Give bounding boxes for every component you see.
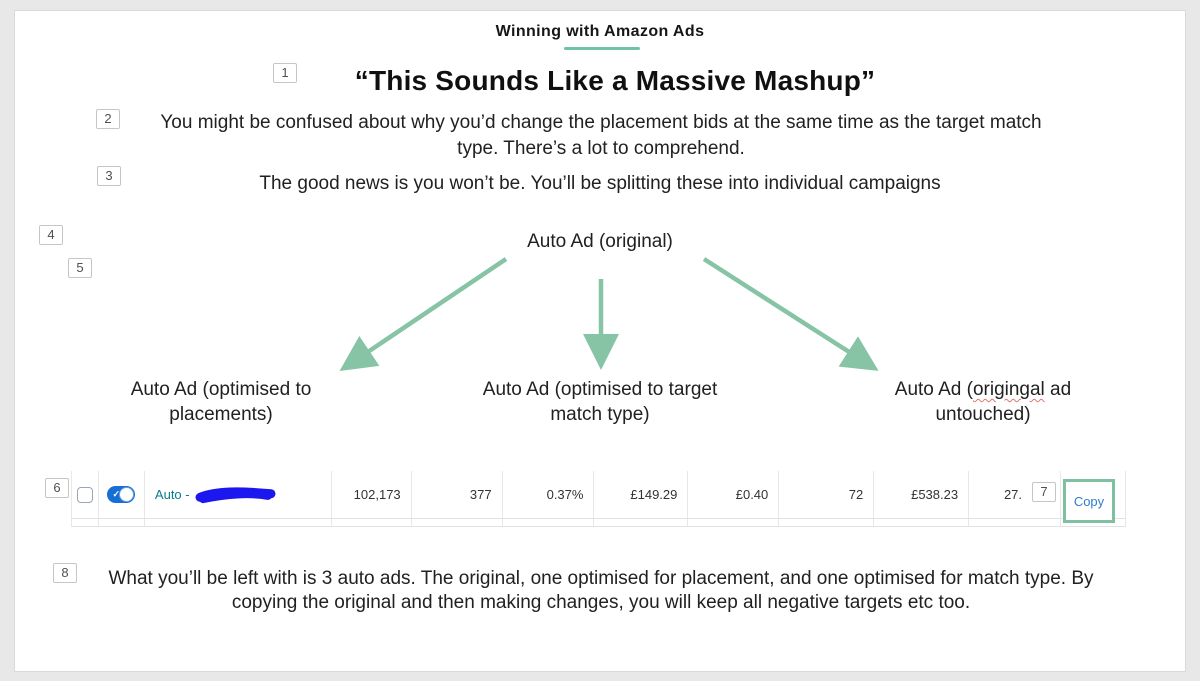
annotation-marker-7: 7	[1032, 482, 1056, 502]
sales-cell: £538.23	[874, 471, 970, 518]
orders-cell: 72	[779, 471, 875, 518]
cpc-value: £0.40	[735, 487, 769, 502]
annotation-marker-6: 6	[45, 478, 69, 498]
paragraph-confused: You might be confused about why you’d ch…	[160, 112, 1042, 159]
toggle-cell: ✓	[99, 471, 145, 518]
select-cell	[72, 471, 99, 518]
deck-title-underline	[564, 47, 640, 50]
orders-value: 72	[848, 487, 864, 502]
cpc-cell: £0.40	[688, 471, 780, 518]
ctr-value: 0.37%	[546, 487, 584, 502]
ctr-cell: 0.37%	[503, 471, 595, 518]
branch-right-misspelled-word: origingal	[972, 379, 1045, 400]
annotation-marker-3: 3	[97, 166, 121, 186]
toggle-knob	[120, 488, 134, 501]
annotation-marker-8: 8	[53, 563, 77, 583]
spend-value: £149.29	[630, 487, 678, 502]
row-checkbox[interactable]	[76, 486, 93, 503]
checkmark-icon: ✓	[112, 489, 120, 499]
diagram-root-label: Auto Ad (original)	[527, 231, 673, 252]
arrow-left	[339, 257, 508, 372]
acos-cell: 27.	[969, 471, 1062, 518]
sales-value: £538.23	[911, 487, 959, 502]
branch-label-match-type: Auto Ad (optimised to target match type)	[482, 379, 718, 425]
paragraph-good-news: The good news is you won’t be. You’ll be…	[259, 173, 941, 194]
copy-cell	[1061, 471, 1126, 518]
campaign-table-row: ✓ Auto - 102,173 377 0.37% £149.29 £0.40…	[72, 471, 1126, 519]
paragraph-conclusion: What you’ll be left with is 3 auto ads. …	[108, 568, 1094, 613]
branch-label-untouched: Auto Ad (origingal ad untouched)	[861, 377, 1105, 427]
acos-value: 27.	[1003, 487, 1023, 502]
spend-cell: £149.29	[594, 471, 689, 518]
next-row-stub	[72, 519, 1126, 527]
campaign-name-cell: Auto -	[145, 471, 332, 518]
branch-right-suffix: ad untouched)	[935, 379, 1072, 425]
annotation-marker-5: 5	[68, 258, 92, 278]
arrow-right	[702, 257, 879, 371]
clicks-value: 377	[469, 487, 492, 502]
copy-button[interactable]: Copy	[1063, 479, 1115, 523]
campaign-name-link[interactable]: Auto -	[154, 487, 194, 502]
annotation-marker-1: 1	[273, 63, 297, 83]
impressions-value: 102,173	[353, 487, 401, 502]
campaign-table: ✓ Auto - 102,173 377 0.37% £149.29 £0.40…	[71, 471, 1126, 527]
impressions-cell: 102,173	[332, 471, 412, 518]
campaign-active-toggle[interactable]: ✓	[107, 486, 136, 503]
slide-page: Winning with Amazon Ads 1 2 3 4 5 6 7 8 …	[14, 10, 1186, 672]
redaction-scribble-icon	[195, 486, 276, 503]
annotation-marker-2: 2	[96, 109, 120, 129]
slide-title: “This Sounds Like a Massive Mashup”	[354, 65, 876, 96]
clicks-cell: 377	[412, 471, 503, 518]
branch-label-placements: Auto Ad (optimised to placements)	[130, 379, 312, 425]
deck-title: Winning with Amazon Ads	[495, 23, 705, 40]
branch-right-prefix: Auto Ad (	[894, 379, 973, 400]
annotation-marker-4: 4	[39, 225, 63, 245]
